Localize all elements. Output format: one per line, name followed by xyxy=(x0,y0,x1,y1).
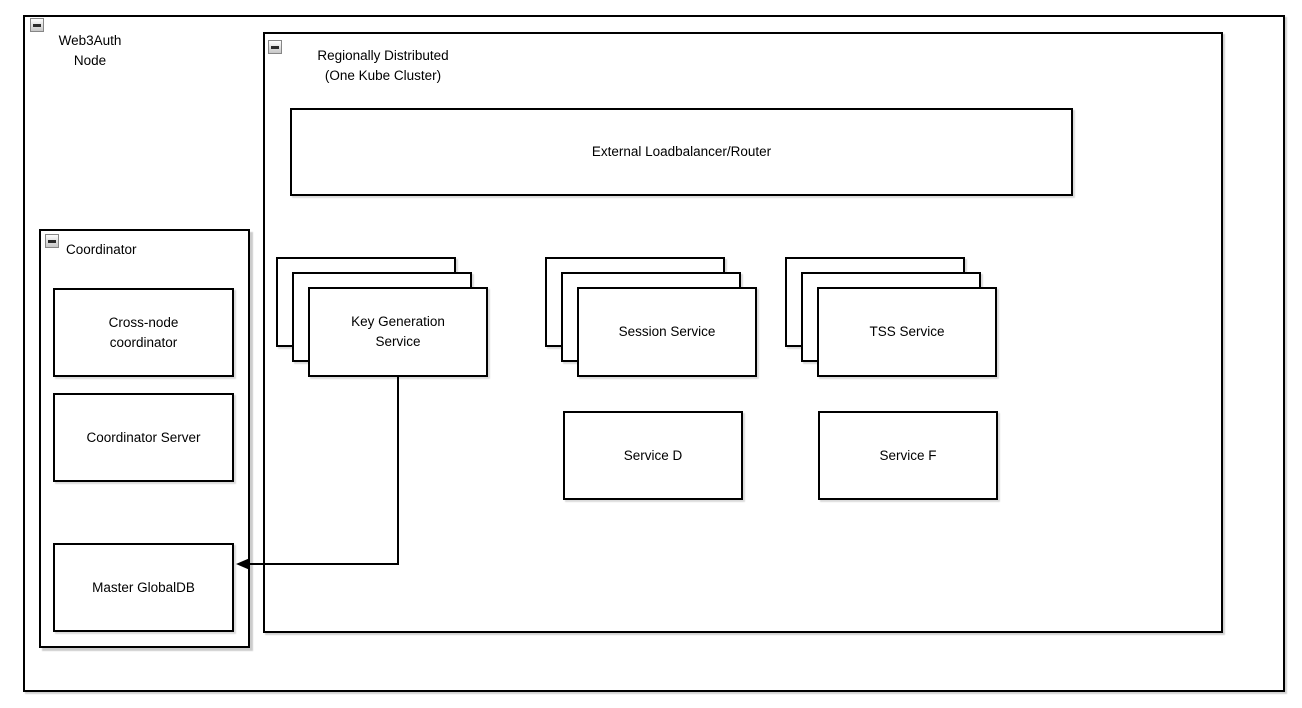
node-label: Key Generation Service xyxy=(351,314,445,349)
stack-session-service[interactable]: Session Service xyxy=(545,257,757,377)
node-label: Service F xyxy=(879,447,937,463)
node-key-generation-service[interactable]: Key Generation Service xyxy=(308,287,488,377)
node-service-f[interactable]: Service F xyxy=(818,411,998,500)
container-web3auth-node[interactable]: Web3Auth Node Coordinator Cross-node coo… xyxy=(23,15,1285,692)
stack-tss-service[interactable]: TSS Service xyxy=(785,257,997,377)
node-label: Service D xyxy=(623,447,683,463)
node-tss-service[interactable]: TSS Service xyxy=(817,287,997,377)
node-service-d[interactable]: Service D xyxy=(563,411,743,500)
node-label: Cross-node coordinator xyxy=(108,314,179,350)
minus-icon xyxy=(271,46,279,49)
collapse-icon[interactable] xyxy=(30,18,44,32)
node-cross-node-coordinator[interactable]: Cross-node coordinator xyxy=(53,288,234,377)
node-label: Coordinator Server xyxy=(86,429,201,445)
web3auth-node-label: Web3Auth Node xyxy=(58,33,122,68)
container-coordinator[interactable]: Coordinator Cross-node coordinator Coord… xyxy=(39,229,250,648)
node-master-globaldb[interactable]: Master GlobalDB xyxy=(53,543,234,632)
node-label: TSS Service xyxy=(869,324,945,339)
node-label: External Loadbalancer/Router xyxy=(591,144,772,159)
minus-icon xyxy=(33,24,41,27)
collapse-icon[interactable] xyxy=(268,40,282,54)
node-label: Master GlobalDB xyxy=(92,579,195,595)
collapse-icon[interactable] xyxy=(45,234,59,248)
minus-icon xyxy=(48,240,56,243)
kube-cluster-label: Regionally Distributed (One Kube Cluster… xyxy=(317,48,449,83)
container-kube-cluster[interactable]: Regionally Distributed (One Kube Cluster… xyxy=(263,32,1223,633)
stack-key-generation-service[interactable]: Key Generation Service xyxy=(276,257,488,377)
node-label: Session Service xyxy=(618,324,716,339)
node-external-loadbalancer[interactable]: External Loadbalancer/Router xyxy=(290,108,1073,196)
node-session-service[interactable]: Session Service xyxy=(577,287,757,377)
coordinator-label: Coordinator xyxy=(66,242,137,257)
node-coordinator-server[interactable]: Coordinator Server xyxy=(53,393,234,482)
